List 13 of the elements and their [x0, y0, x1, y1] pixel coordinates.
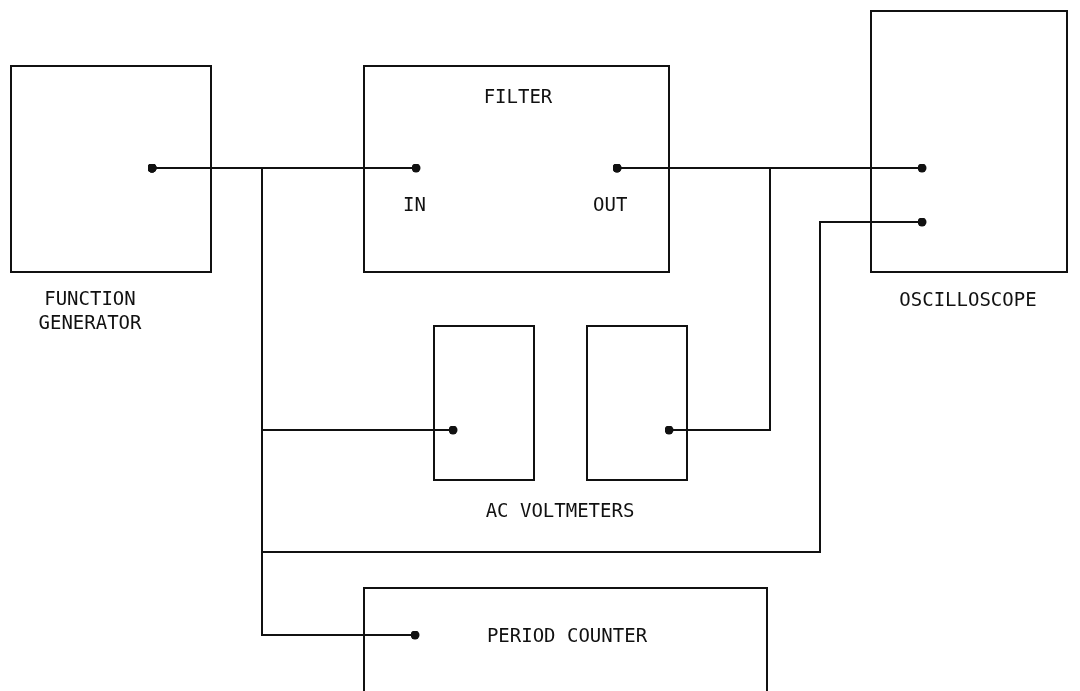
- box-outline: [433, 325, 535, 481]
- instrument-box: [363, 65, 670, 273]
- terminal-label: IN: [403, 193, 426, 217]
- instrument-box: [363, 587, 768, 691]
- wire: [612, 163, 771, 435]
- instrument-label: FILTER: [483, 85, 553, 109]
- terminal-label: OUT: [593, 193, 628, 217]
- group-label: AC VOLTMETERS: [485, 499, 635, 523]
- instrument-label: PERIOD COUNTER: [486, 624, 648, 648]
- instrument-label: FUNCTION GENERATOR: [37, 287, 143, 335]
- wire: [147, 163, 420, 640]
- instrument-label: OSCILLOSCOPE: [899, 288, 1037, 312]
- box-outline: [586, 325, 688, 481]
